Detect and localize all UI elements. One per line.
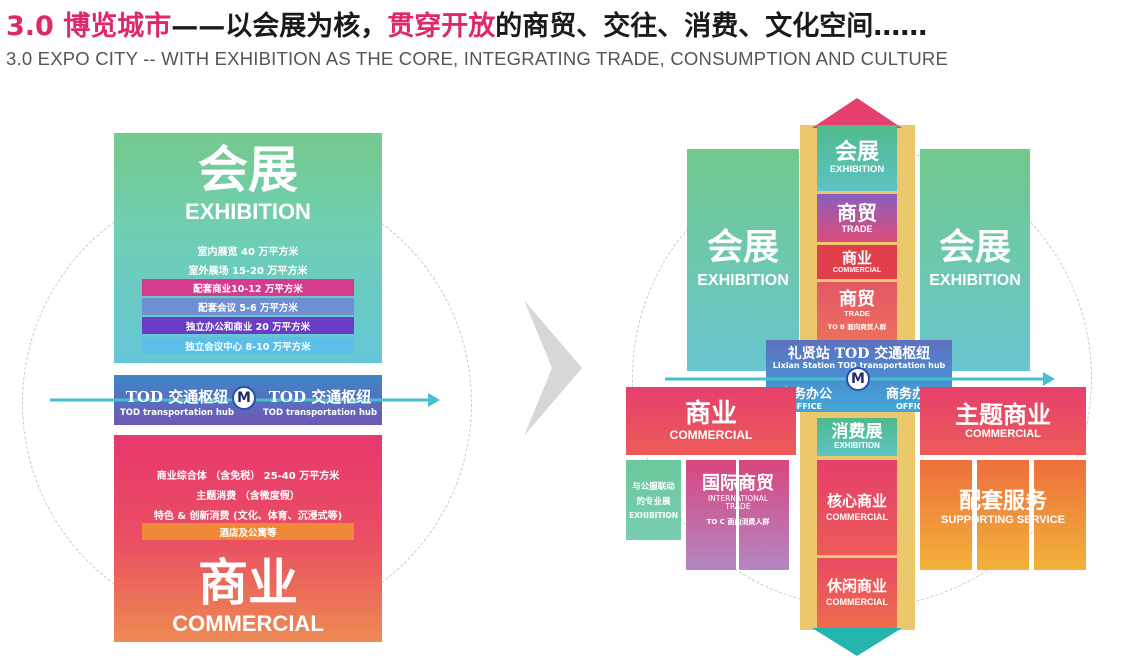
right-commercial-left-block: 商业 COMMERCIAL [626, 387, 796, 455]
spine-trade-1-cn: 商贸 [837, 200, 877, 225]
right-commercial-left-cn: 商业 [684, 399, 737, 429]
left-tod-en-right: TOD transportation hub [262, 408, 378, 418]
right-supporting-col-3 [1034, 460, 1086, 570]
spine-commercial-en: COMMERCIAL [832, 266, 882, 274]
title-mid-2: 的商贸、交往、消费、文化空间…… [495, 11, 928, 42]
right-exhibition-right-block: 会展 EXHIBITION [920, 149, 1030, 371]
right-station-cn: 礼贤站 TOD 交通枢纽 [787, 346, 931, 362]
right-theme-commercial-block: 主题商业 COMMERCIAL [920, 387, 1086, 455]
right-theme-commercial-en: COMMERCIAL [965, 427, 1041, 440]
right-top-arrow-icon [812, 98, 902, 128]
intl-trade-en: INTERNATIONAL TRADE [707, 494, 769, 512]
left-metro-symbol: M [237, 390, 251, 406]
intl-trade-sub: TO C 面向消费人群 [706, 517, 770, 526]
left-commercial-stripe: 酒店及公寓等 [142, 523, 354, 540]
spine-block-consumer-expo: 消费展 EXHIBITION [817, 418, 897, 456]
left-stripe-4: 独立会议中心 8-10 万平方米 [142, 337, 354, 354]
middle-arrow-icon [524, 300, 582, 436]
left-commercial-en: COMMERCIAL [172, 611, 324, 636]
left-stripe-3: 独立办公和商业 20 万平方米 [142, 317, 354, 334]
left-tod-en-left: TOD transportation hub [119, 408, 235, 418]
small-expo-line-3: EXHIBITION [628, 511, 679, 520]
right-exhibition-left-cn: 会展 [706, 226, 779, 268]
title-mid-1: ——以会展为核， [171, 11, 388, 42]
left-commercial-cn: 商业 [198, 553, 298, 612]
right-supporting-col-2 [977, 460, 1029, 570]
right-supporting-label: 配套服务 SUPPORTING SERVICE [920, 490, 1086, 526]
left-tod-left-text: TOD 交通枢纽 TOD transportation hub [118, 386, 236, 418]
right-office-right-en: OFFICE [895, 402, 929, 411]
right-intl-trade-col-2 [739, 460, 789, 570]
leisure-commercial-en: COMMERCIAL [826, 597, 888, 607]
spine-block-core-commercial: 核心商业 COMMERCIAL [817, 460, 897, 555]
right-intl-trade-col-1 [686, 460, 736, 570]
right-metro-icon: M [846, 367, 870, 391]
page-title: 3.0 博览城市——以会展为核，贯穿开放的商贸、交往、消费、文化空间…… [6, 4, 927, 43]
left-exhibition-cn: 会展 [198, 140, 298, 199]
right-exhibition-left-en: EXHIBITION [697, 272, 789, 289]
title-prefix: 3.0 博览城市 [6, 11, 172, 42]
page-subtitle: 3.0 EXPO CITY -- WITH EXHIBITION AS THE … [6, 48, 949, 69]
left-commercial-line-2: 主题消费 （含微度假） [196, 491, 300, 502]
spine-exhibition-en: EXHIBITION [829, 164, 885, 176]
consumer-expo-en: EXHIBITION [834, 441, 880, 450]
left-metro-icon: M [232, 386, 256, 410]
left-stripe-2: 配套会议 5-6 万平方米 [142, 298, 354, 315]
spine-exhibition-cn: 会展 [834, 139, 879, 166]
spine-trade-2-en: TRADE [844, 308, 870, 318]
left-commercial-line-1: 商业综合体 （含免税） 25-40 万平方米 [156, 471, 340, 482]
left-exhibition-line-2: 室外展场 15-20 万平方米 [188, 266, 308, 277]
title-highlight: 贯穿开放 [387, 11, 496, 42]
right-exhibition-left-block: 会展 EXHIBITION [687, 149, 799, 371]
core-commercial-cn: 核心商业 [826, 491, 887, 510]
left-stripe-1: 配套商业10-12 万平方米 [142, 279, 354, 296]
right-bottom-arrow-icon [812, 628, 902, 656]
supporting-en: SUPPORTING SERVICE [941, 514, 1065, 526]
spine-block-commercial: 商业 COMMERCIAL [817, 245, 897, 279]
small-expo-line-1: 与公服联动 [632, 482, 675, 492]
right-intl-trade-label: 国际商贸 INTERNATIONAL TRADE TO C 面向消费人群 [686, 475, 790, 527]
core-commercial-en: COMMERCIAL [826, 511, 888, 522]
spine-block-leisure-commercial: 休闲商业 COMMERCIAL [817, 558, 897, 628]
spine-block-exhibition: 会展 EXHIBITION [817, 125, 897, 191]
right-small-expo-block: 与公服联动 的专业展 EXHIBITION [626, 460, 681, 540]
spine-trade-2-sub: TO B 面向商贸人群 [827, 323, 887, 332]
spine-trade-2-cn: 商贸 [839, 288, 875, 310]
left-exhibition-line-1: 室内展览 40 万平方米 [197, 247, 299, 258]
spine-commercial-cn: 商业 [841, 248, 872, 267]
spine-block-trade-1: 商贸 TRADE [817, 194, 897, 242]
left-exhibition-en: EXHIBITION [185, 199, 311, 224]
left-tod-cn-left: TOD 交通枢纽 [125, 388, 229, 406]
right-station-en: Lixian Station TOD transportation hub [772, 361, 946, 370]
right-theme-commercial-cn: 主题商业 [955, 399, 1051, 429]
spine-block-trade-2: 商贸 TRADE TO B 面向商贸人群 [817, 282, 897, 340]
left-commercial-block: 商业综合体 （含免税） 25-40 万平方米 主题消费 （含微度假） 特色 & … [114, 435, 382, 642]
left-exhibition-block: 会展 EXHIBITION 室内展览 40 万平方米 室外展场 15-20 万平… [114, 133, 382, 363]
right-exhibition-right-cn: 会展 [938, 226, 1011, 268]
right-commercial-left-en: COMMERCIAL [669, 428, 753, 442]
consumer-expo-cn: 消费展 [831, 422, 883, 442]
leisure-commercial-cn: 休闲商业 [826, 577, 887, 595]
small-expo-line-2: 的专业展 [636, 497, 671, 507]
left-tod-cn-right: TOD 交通枢纽 [268, 388, 372, 406]
right-metro-symbol: M [851, 371, 865, 387]
right-exhibition-right-en: EXHIBITION [929, 272, 1021, 289]
left-tod-right-text: TOD 交通枢纽 TOD transportation hub [261, 386, 379, 418]
right-office-left-en: OFFICE [789, 402, 823, 411]
right-supporting-col-1 [920, 460, 972, 570]
intl-trade-cn: 国际商贸 [702, 473, 774, 494]
left-commercial-line-3: 特色 & 创新消费 (文化、体育、沉浸式等) [153, 511, 343, 522]
supporting-cn: 配套服务 [958, 488, 1047, 514]
spine-trade-1-en: TRADE [841, 223, 873, 234]
